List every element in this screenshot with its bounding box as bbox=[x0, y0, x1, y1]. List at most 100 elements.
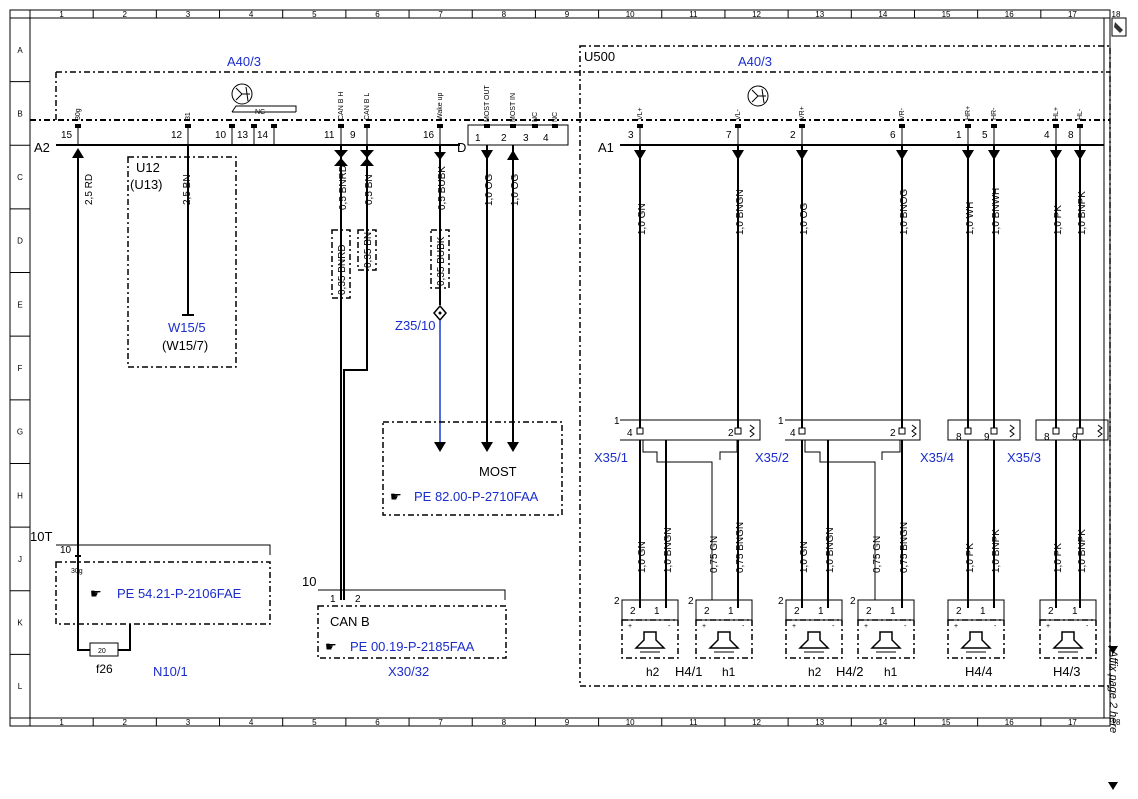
h4-2-label: H4/2 bbox=[836, 664, 863, 679]
grid-col-label: 1 bbox=[59, 718, 64, 727]
svg-text:1: 1 bbox=[728, 606, 734, 617]
wire-label-og2: 1,0 OG bbox=[510, 174, 521, 206]
grid-col-label: 4 bbox=[249, 10, 254, 19]
svg-text:2: 2 bbox=[614, 596, 620, 607]
most-pin-number: 3 bbox=[523, 133, 529, 144]
grid-col-label: 2 bbox=[123, 10, 128, 19]
z35-10-label: Z35/10 bbox=[395, 318, 435, 333]
grid-col-label: 9 bbox=[565, 718, 570, 727]
a2-pin-signal: CAN B H bbox=[338, 92, 345, 120]
svg-text:4: 4 bbox=[790, 428, 796, 439]
svg-text:2: 2 bbox=[890, 428, 896, 439]
x30-32-box bbox=[317, 605, 507, 659]
grid-col-label: 10 bbox=[626, 718, 635, 727]
most-reference-link[interactable]: PE 82.00-P-2710FAA bbox=[414, 489, 539, 504]
grid-col-label: 18 bbox=[1112, 718, 1121, 727]
can-reference-link[interactable]: PE 00.19-P-2185FAA bbox=[350, 639, 475, 654]
grid-row-label: J bbox=[18, 555, 22, 564]
arrow-down-icon bbox=[481, 150, 493, 160]
wire-label-bottom: 0,75 BNGN bbox=[735, 522, 746, 573]
svg-text:2: 2 bbox=[778, 596, 784, 607]
svg-text:2: 2 bbox=[355, 594, 361, 605]
nc-label-a2: NC bbox=[255, 109, 265, 116]
h4-3-label: H4/3 bbox=[1053, 664, 1080, 679]
h1-label-2: h1 bbox=[884, 665, 898, 679]
svg-text:8: 8 bbox=[956, 432, 962, 443]
svg-text:10: 10 bbox=[60, 545, 72, 556]
corner-marker-icon bbox=[1111, 17, 1127, 37]
arrow-down-icon bbox=[732, 150, 744, 160]
wire-label-bnrd-035: 0,35 BNRD bbox=[337, 244, 348, 295]
arrow-down-icon bbox=[1074, 150, 1086, 160]
a1-label: A1 bbox=[598, 140, 614, 155]
most-pin-number: 4 bbox=[543, 133, 549, 144]
wire-label-top: 1,0 OG bbox=[799, 203, 810, 235]
hand-pointer-icon: ☛ bbox=[90, 586, 102, 601]
grid-col-label: 6 bbox=[375, 10, 380, 19]
a2-pin-signal: 30g bbox=[75, 108, 82, 120]
grid-col-label: 3 bbox=[186, 10, 191, 19]
arrow-down-icon bbox=[634, 150, 646, 160]
svg-text:8: 8 bbox=[1044, 432, 1050, 443]
grid-col-label: 1 bbox=[59, 10, 64, 19]
a2-pin-signal: CAN B L bbox=[364, 93, 371, 120]
a1-pin-number: 8 bbox=[1068, 130, 1074, 141]
x35-3-connector: 8 9 bbox=[1035, 419, 1109, 443]
svg-text:2: 2 bbox=[850, 596, 856, 607]
u500-label: U500 bbox=[584, 49, 615, 64]
x35-2-label: X35/2 bbox=[755, 450, 789, 465]
a1-connector: A1 bbox=[598, 140, 1104, 155]
grid-col-label: 18 bbox=[1112, 10, 1121, 19]
grid-row-label: H bbox=[17, 491, 23, 500]
svg-text:2: 2 bbox=[956, 606, 962, 617]
a1-pin-number: 1 bbox=[956, 130, 962, 141]
termination-icon bbox=[1097, 424, 1103, 438]
svg-text:2: 2 bbox=[688, 596, 694, 607]
t10-label: 10T bbox=[30, 529, 52, 544]
grid-row-label: D bbox=[17, 237, 23, 246]
wire-label-bottom: 0,75 GN bbox=[872, 536, 883, 573]
wire-label-bottom: 1,0 BNGN bbox=[825, 527, 836, 573]
svg-text:20: 20 bbox=[98, 648, 106, 655]
a1-pin-number: 4 bbox=[1044, 130, 1050, 141]
svg-text:-: - bbox=[742, 623, 745, 630]
most-pin-signal: MOST IN bbox=[510, 93, 517, 122]
grid-col-label: 16 bbox=[1005, 10, 1014, 19]
svg-text:1: 1 bbox=[654, 606, 660, 617]
a2-connector: A2 bbox=[34, 140, 460, 155]
wire-label-bottom: 1,0 GN bbox=[637, 541, 648, 573]
svg-text:1: 1 bbox=[980, 606, 986, 617]
wire-label-rd: 2,5 RD bbox=[84, 174, 95, 205]
w15-5-label: W15/5 bbox=[168, 320, 206, 335]
wire-label-top: 1,0 WH bbox=[965, 202, 976, 235]
a2-pin-number: 16 bbox=[423, 130, 435, 141]
a1-pin-signal: HR+ bbox=[965, 106, 972, 120]
svg-text:1: 1 bbox=[818, 606, 824, 617]
wire-label-bottom: 1,0 PK bbox=[1053, 543, 1064, 573]
w15-7-label: (W15/7) bbox=[162, 338, 208, 353]
grid-row-label: B bbox=[17, 109, 22, 118]
n10-1-label: N10/1 bbox=[153, 664, 188, 679]
grid-row-label: A bbox=[17, 46, 23, 55]
x35-4-label: X35/4 bbox=[920, 450, 954, 465]
svg-text:+: + bbox=[1046, 623, 1050, 630]
ground-symbol-icon bbox=[231, 83, 297, 113]
arrow-up-icon bbox=[507, 150, 519, 160]
svg-text:2: 2 bbox=[704, 606, 710, 617]
affix-note: Affix page 2 here bbox=[1107, 649, 1119, 733]
arrow-down-icon bbox=[507, 442, 519, 452]
a1-pin-number: 3 bbox=[628, 130, 634, 141]
a2-pin-number: 13 bbox=[237, 130, 249, 141]
a1-pin-signal: HR- bbox=[991, 107, 998, 120]
svg-text:+: + bbox=[628, 623, 632, 630]
n10-reference-link[interactable]: PE 54.21-P-2106FAE bbox=[117, 586, 242, 601]
grid-row-label: C bbox=[17, 173, 23, 182]
wire-label-top: 1,0 BNPK bbox=[1077, 191, 1088, 235]
grid-col-label: 5 bbox=[312, 718, 317, 727]
can-b-label: CAN B bbox=[330, 614, 370, 629]
svg-text:2: 2 bbox=[1048, 606, 1054, 617]
